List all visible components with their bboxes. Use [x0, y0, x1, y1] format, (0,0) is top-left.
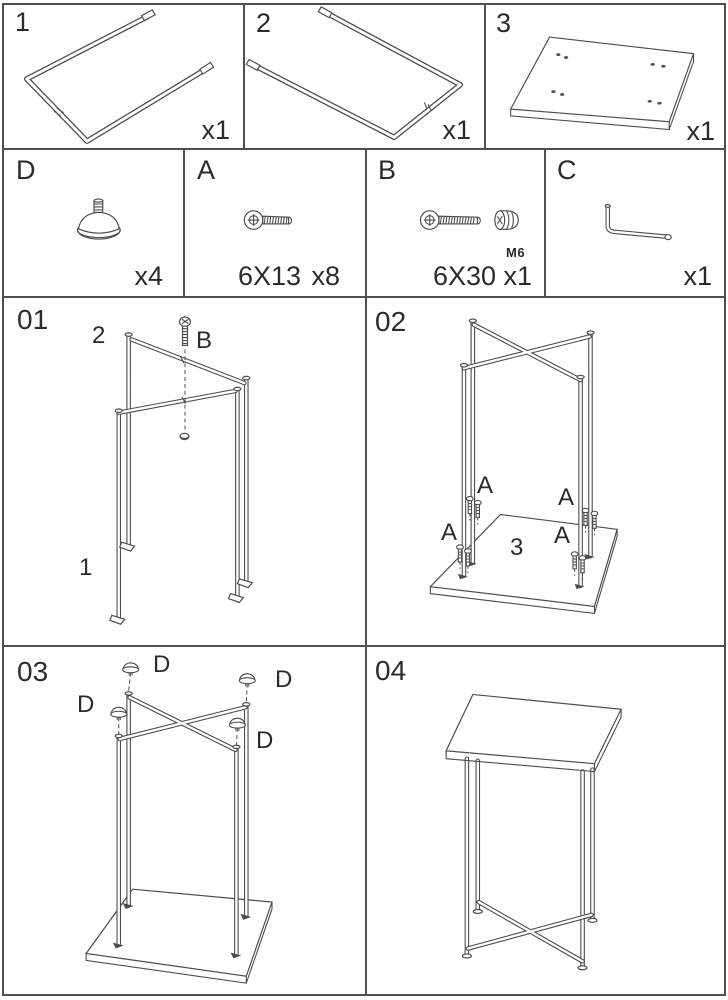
part-number-label: 3: [496, 8, 512, 38]
parts-panel-2: 2 x1: [243, 3, 486, 150]
nut-size-label: M6: [506, 245, 526, 260]
step-number-label: 04: [375, 655, 407, 686]
quantity-label: x1: [201, 115, 230, 145]
quantity-label: x8: [311, 261, 340, 291]
step-number-label: 02: [375, 306, 407, 337]
tabletop-part-drawing: [509, 36, 695, 131]
quantity-label: x1: [442, 115, 471, 145]
hardware-letter-label: C: [557, 155, 577, 185]
callout-label-foot-d: D: [77, 691, 95, 718]
hardware-panel-a: A 6X13 x8: [183, 148, 367, 298]
step-panel-04: 04: [365, 645, 726, 996]
frame-part-1-drawing: [23, 9, 215, 144]
step04-finished-table-drawing: [445, 693, 623, 971]
quantity-label: x1: [683, 261, 712, 291]
step-number-label: 03: [17, 656, 49, 687]
screw-size-label: 6X30: [433, 261, 497, 291]
quantity-label: x1: [686, 116, 715, 146]
step-panel-01: 01 2 B 1: [2, 296, 367, 647]
part-number-label: 1: [15, 7, 31, 37]
step-panel-02: 02 A A A A 3: [365, 296, 726, 647]
hardware-panel-b: B M6 6X30 x1: [365, 148, 546, 298]
step-number-label: 01: [17, 304, 49, 335]
callout-label-screw-a: A: [441, 519, 458, 546]
step03-assembly-drawing: [85, 662, 273, 984]
foot-glide-icon: [76, 198, 121, 240]
quantity-label: x4: [134, 261, 163, 291]
step01-assembly-drawing: [109, 316, 254, 625]
callout-label-frame1: 1: [79, 554, 93, 581]
parts-panel-3: 3 x1: [484, 3, 726, 150]
callout-label-foot-d: D: [275, 666, 293, 693]
hardware-letter-label: B: [378, 155, 397, 185]
screw-a-icon: [243, 210, 293, 230]
callout-label-screw-a: A: [558, 484, 575, 511]
callout-label-foot-d: D: [153, 651, 171, 678]
callout-label-foot-d: D: [256, 727, 274, 754]
frame-part-2-drawing: [245, 6, 464, 141]
bolt-and-nut-icon: [419, 210, 519, 230]
allen-key-icon: [604, 204, 672, 241]
hardware-panel-c: C x1: [544, 148, 726, 298]
hardware-letter-label: A: [197, 155, 216, 185]
callout-label-screw-a: A: [554, 522, 571, 549]
callout-label-frame2: 2: [92, 322, 106, 349]
part-number-label: 2: [256, 8, 272, 38]
callout-label-screw-a: A: [477, 472, 494, 499]
callout-label-tabletop: 3: [510, 534, 524, 561]
callout-label-screw-b: B: [196, 327, 213, 354]
parts-panel-1: 1 x1: [2, 3, 245, 150]
step02-assembly-drawing: [429, 318, 618, 614]
hardware-letter-label: D: [16, 155, 36, 185]
step-panel-03: 03 D D D D: [2, 645, 367, 996]
screw-size-label: 6X13: [238, 261, 302, 291]
hardware-panel-d: D x4: [2, 148, 185, 298]
quantity-label: x1: [503, 261, 532, 291]
